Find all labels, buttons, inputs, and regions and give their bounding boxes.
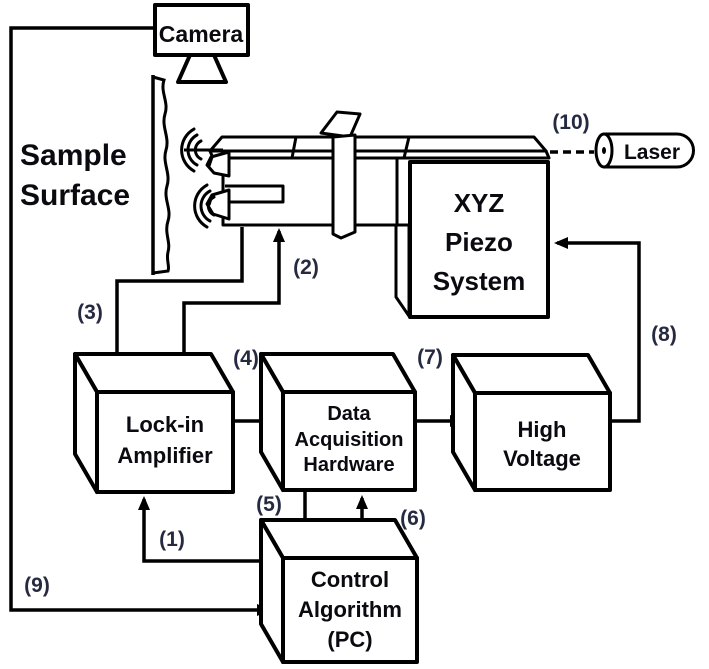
camera-label: Camera (159, 21, 244, 47)
sample-surface-label-line1: Sample (20, 139, 127, 172)
connector-1 (138, 496, 266, 563)
connector-label-2: (2) (293, 256, 319, 279)
connector-3 (111, 227, 244, 368)
connector-9-camera-rail (9, 26, 271, 616)
xyz-piezo-label-line2: Piezo (445, 227, 513, 257)
cantilever-upper-facet (207, 156, 214, 167)
lock-in-label-line1: Lock-in (126, 412, 204, 437)
connector-label-10: (10) (552, 111, 589, 134)
probe-bar-segment-tick (290, 136, 298, 159)
probe-assembly: XYZ Piezo System (180, 110, 551, 319)
control-front-face (281, 556, 419, 664)
sample-surface-node: Sample Surface (20, 75, 171, 275)
xyz-piezo-system-box (408, 160, 550, 319)
high-voltage-front-face (473, 391, 612, 492)
daq-front-face (281, 390, 417, 492)
high-voltage-node: High Voltage (451, 353, 612, 492)
high-voltage-top-face (451, 353, 612, 395)
sample-surface-label-line2: Surface (20, 179, 130, 212)
probe-support-column (394, 223, 411, 318)
control-label-line3: (PC) (327, 627, 372, 652)
sample-surface-wavy-edge (152, 75, 171, 275)
lock-in-front-face (95, 390, 235, 494)
camera-monitor-shape (153, 3, 250, 57)
connector-label-1: (1) (159, 528, 185, 551)
connector-label-4: (4) (233, 347, 259, 370)
high-voltage-label-line1: High (518, 417, 567, 442)
xyz-piezo-label-line3: System (433, 266, 526, 296)
daq-label-line1: Data (327, 403, 371, 425)
connector-2 (182, 228, 285, 368)
lock-in-top-face (73, 352, 235, 394)
high-voltage-label-line2: Voltage (503, 446, 581, 471)
laser-label: Laser (624, 141, 680, 164)
connector-label-9: (9) (24, 574, 50, 597)
lock-in-amplifier-node: Lock-in Amplifier (73, 352, 235, 494)
probe-clamp-front (331, 133, 357, 240)
connector-label-3: (3) (77, 301, 103, 324)
connector-label-7: (7) (417, 346, 443, 369)
daq-top-face (259, 352, 417, 394)
probe-body-slot (225, 184, 285, 204)
control-algorithm-node: Control Algorithm (PC) (259, 518, 419, 664)
control-label-line2: Algorithm (298, 597, 402, 622)
laser-aperture-dot (602, 147, 606, 154)
control-top-face (259, 518, 419, 560)
data-acquisition-hardware-node: Data Acquisition Hardware (259, 352, 417, 492)
daq-label-line2: Acquisition (295, 429, 404, 451)
control-label-line1: Control (311, 567, 389, 592)
sound-waves-upper-icon (180, 127, 203, 173)
camera-stand-shape (176, 53, 228, 84)
connector-label-6: (6) (400, 507, 426, 530)
probe-bar-segment-tick (402, 136, 411, 159)
laser-node: Laser (594, 132, 695, 169)
lock-in-label-line2: Amplifier (117, 443, 213, 468)
xyz-piezo-label-line1: XYZ (454, 188, 505, 218)
probe-bar-top-face (208, 135, 548, 153)
daq-label-line3: Hardware (303, 454, 394, 476)
laser-cylinder-body (602, 132, 695, 169)
connector-label-8: (8) (651, 323, 677, 346)
connector-label-5: (5) (256, 493, 282, 516)
probe-clamp-top (319, 110, 362, 139)
connector-8 (554, 237, 641, 423)
camera-node: Camera (153, 3, 250, 84)
sound-waves-lower-icon (193, 183, 216, 229)
